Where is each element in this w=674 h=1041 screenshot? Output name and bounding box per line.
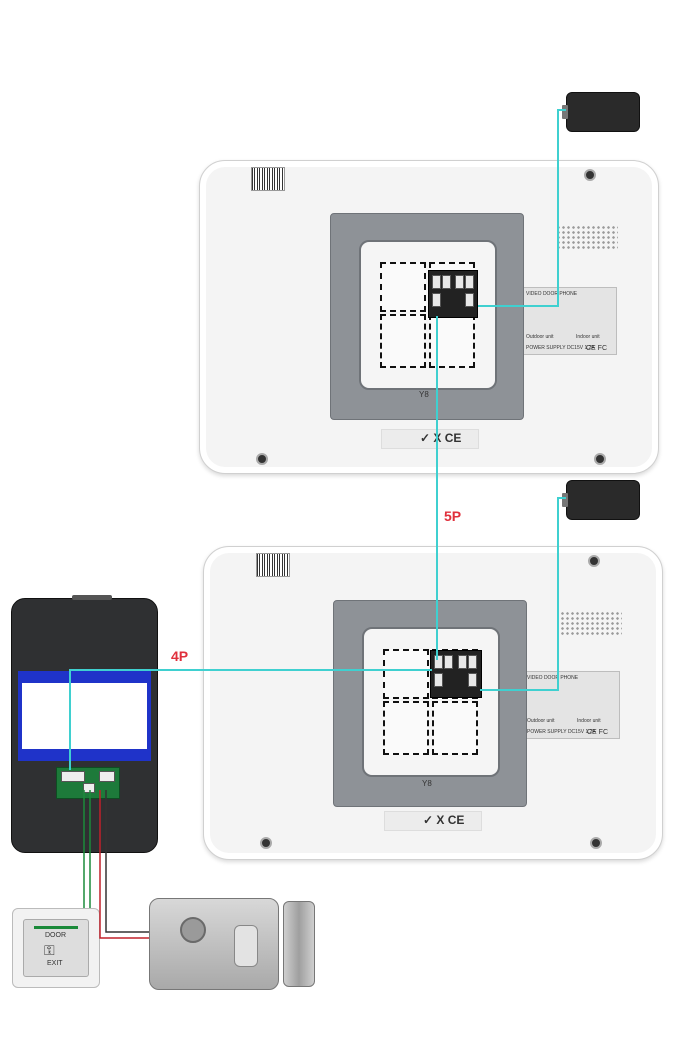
bottom-cert-marks: ✓ X CE: [384, 811, 482, 831]
spec-label-plate: VIDEO DOOR PHONE Outdoor unit Indoor uni…: [522, 671, 620, 739]
grid-cell: [383, 701, 429, 755]
grid-cell: [380, 314, 426, 368]
wall-bracket-bottom: Y8: [333, 600, 527, 807]
4p-connector: [61, 771, 85, 782]
connector-board: [56, 767, 120, 799]
power-adapter-bottom: [562, 480, 640, 520]
bottom-cert-marks: ✓ X CE: [381, 429, 479, 449]
mount-screw: [590, 837, 602, 849]
exit-top-text: DOOR: [45, 932, 66, 939]
grid-cell: [383, 649, 429, 699]
mount-plate-window: [22, 683, 147, 749]
5p-label: 5P: [444, 508, 462, 524]
exit-button-panel: DOOR ⚿ EXIT: [12, 908, 100, 988]
grid-cell: [432, 701, 478, 755]
plate-power-label: POWER SUPPLY DC15V 1.2A: [526, 345, 595, 351]
mount-screw: [588, 555, 600, 567]
terminal-block: [428, 270, 478, 318]
exit-bottom-text: EXIT: [47, 960, 63, 967]
serial-sticker: [251, 167, 285, 191]
serial-sticker: [256, 553, 290, 577]
grid-cell: [380, 262, 426, 312]
lock-brand-badge: [234, 925, 258, 967]
mount-screw: [584, 169, 596, 181]
plate-outdoor-label: Outdoor unit: [526, 334, 554, 340]
mount-screw: [256, 453, 268, 465]
exit-button-face: DOOR ⚿ EXIT: [23, 919, 89, 977]
wall-bracket-top: Y8: [330, 213, 524, 420]
plate-indoor-label: Indoor unit: [576, 334, 600, 340]
electric-lock-body: [149, 898, 279, 990]
4p-label: 4P: [171, 648, 189, 664]
speaker-grille: [556, 225, 618, 251]
terminal-block: [430, 650, 482, 698]
exit-connector: [83, 783, 95, 793]
spec-label-plate: VIDEO DOOR PHONE Outdoor unit Indoor uni…: [521, 287, 617, 355]
mount-screw: [594, 453, 606, 465]
lock-connector: [99, 771, 115, 782]
mount-screw: [260, 837, 272, 849]
outdoor-camera-unit: [11, 595, 158, 853]
speaker-grille: [560, 611, 622, 637]
lock-strike-plate: [283, 901, 315, 987]
exit-indicator-strip: [34, 926, 78, 929]
bracket-mark: Y8: [419, 390, 429, 399]
grid-cell: [429, 314, 475, 368]
unit-top-edge: [72, 595, 112, 600]
lock-cylinder: [180, 917, 206, 943]
plate-title: VIDEO DOOR PHONE: [527, 675, 579, 681]
key-icon: ⚿: [44, 942, 55, 958]
power-adapter-top: [562, 92, 640, 132]
plate-cert-marks: CE FC: [587, 729, 608, 736]
plate-outdoor-label: Outdoor unit: [527, 718, 555, 724]
plate-title: VIDEO DOOR PHONE: [526, 291, 578, 297]
plate-cert-marks: CE FC: [586, 345, 607, 352]
plate-indoor-label: Indoor unit: [577, 718, 601, 724]
indoor-monitor-top: VIDEO DOOR PHONE Outdoor unit Indoor uni…: [199, 160, 659, 474]
bracket-mark: Y8: [422, 779, 432, 788]
plate-power-label: POWER SUPPLY DC15V 1.2A: [527, 729, 596, 735]
